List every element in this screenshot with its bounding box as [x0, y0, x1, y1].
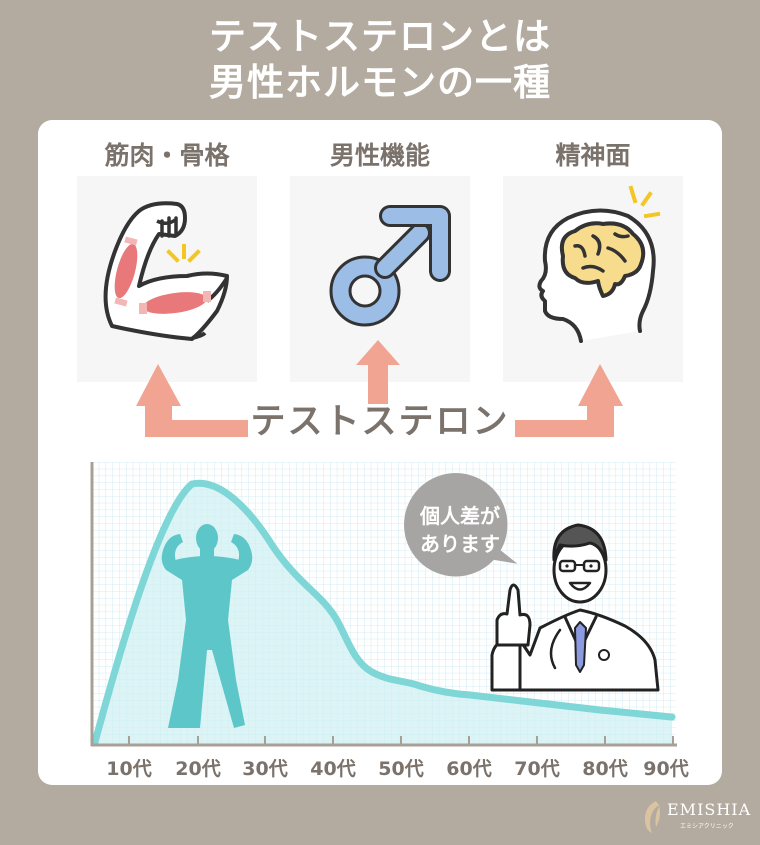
page-title: テストステロンとは 男性ホルモンの一種 — [0, 14, 760, 106]
bodybuilder-silhouette-icon — [161, 524, 253, 728]
arrow-left-head — [136, 364, 181, 406]
x-tick-label: 40代 — [310, 758, 356, 780]
arrow-right-base — [515, 405, 614, 437]
x-tick-label: 90代 — [643, 758, 689, 780]
category-label-mental: 精神面 — [555, 141, 631, 170]
speech-line-2: あります — [420, 532, 500, 556]
x-tick-label: 60代 — [446, 758, 492, 780]
x-tick-label: 70代 — [514, 758, 560, 780]
x-tick-label: 80代 — [582, 758, 628, 780]
brain-head-icon — [537, 185, 661, 343]
logo-subtitle: エミシアクリニック — [680, 823, 734, 830]
speech-bubble — [404, 473, 518, 577]
chart-curve — [91, 479, 676, 746]
arrow-left-base — [145, 405, 248, 437]
logo-name: EMISHIA — [667, 800, 752, 819]
title-line-1: テストステロンとは — [209, 15, 551, 58]
category-box-mental — [503, 176, 683, 382]
arrow-center-shaft — [368, 360, 388, 404]
x-tick-label: 10代 — [106, 758, 152, 780]
emishia-logo-icon — [644, 801, 660, 833]
testosterone-hub-label: テストステロン — [250, 402, 510, 442]
category-label-male-function: 男性機能 — [329, 141, 430, 170]
title-line-2: 男性ホルモンの一種 — [209, 61, 551, 104]
speech-line-1: 個人差が — [420, 504, 500, 528]
arrow-right-head — [578, 364, 623, 406]
category-box-muscle — [77, 176, 257, 382]
category-label-muscle-bone: 筋肉・骨格 — [104, 141, 230, 170]
x-tick-label: 50代 — [378, 758, 424, 780]
flexed-arm-muscle-icon — [103, 201, 229, 341]
speech-bubble-text: 個人差が あります — [404, 502, 516, 558]
x-tick-label: 20代 — [175, 758, 221, 780]
doctor-illustration-icon — [490, 523, 660, 692]
x-axis-ticks — [128, 736, 674, 745]
arrow-center-head — [356, 340, 400, 365]
male-symbol-icon — [329, 205, 451, 327]
x-tick-label: 30代 — [242, 758, 288, 780]
category-box-male-function — [290, 176, 470, 382]
